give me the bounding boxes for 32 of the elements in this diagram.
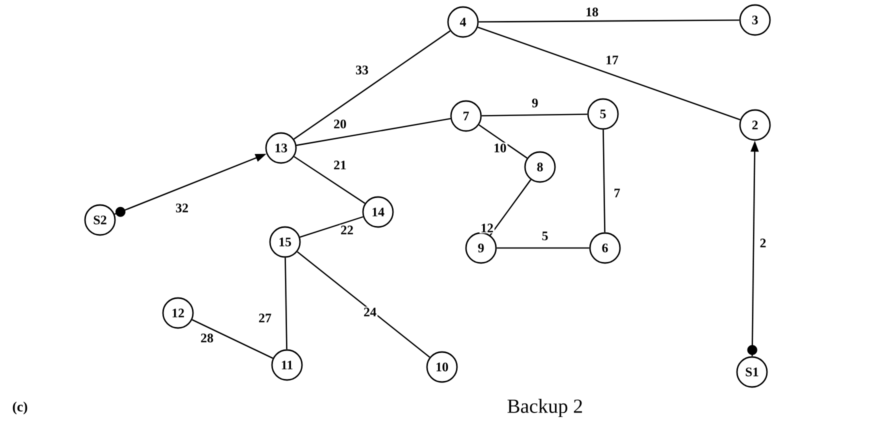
edge-label: 9 bbox=[530, 98, 540, 108]
edge bbox=[300, 216, 364, 238]
edge bbox=[602, 130, 606, 232]
edge-label: 2 bbox=[758, 238, 768, 248]
edge bbox=[296, 251, 430, 358]
edge-label: 5 bbox=[540, 230, 550, 242]
edge-label: 28 bbox=[200, 332, 214, 344]
edge bbox=[192, 319, 274, 359]
edge-label: 12 bbox=[480, 222, 494, 234]
caption: Backup 2 bbox=[508, 398, 582, 418]
panel-label: (c) bbox=[12, 402, 28, 414]
edge bbox=[496, 247, 590, 249]
edge bbox=[294, 156, 366, 204]
edge-label: 27 bbox=[258, 312, 272, 324]
edge-label: 7 bbox=[612, 188, 622, 198]
edge-label: 32 bbox=[174, 202, 190, 214]
edge bbox=[490, 179, 532, 236]
edge bbox=[284, 258, 288, 350]
edge-label: 20 bbox=[332, 118, 348, 130]
edge bbox=[478, 19, 740, 23]
edge-label: 22 bbox=[340, 224, 354, 236]
edge bbox=[482, 114, 588, 116]
edge-label: 10 bbox=[492, 142, 508, 154]
edge-label: 18 bbox=[584, 6, 600, 18]
edge bbox=[294, 30, 450, 140]
edge bbox=[478, 124, 528, 159]
edge-label: 17 bbox=[604, 54, 620, 66]
edge-label: 33 bbox=[354, 64, 370, 76]
edge-label: 21 bbox=[332, 160, 348, 170]
edge bbox=[296, 118, 451, 146]
edge bbox=[478, 26, 740, 120]
edge-label: 24 bbox=[362, 306, 378, 318]
